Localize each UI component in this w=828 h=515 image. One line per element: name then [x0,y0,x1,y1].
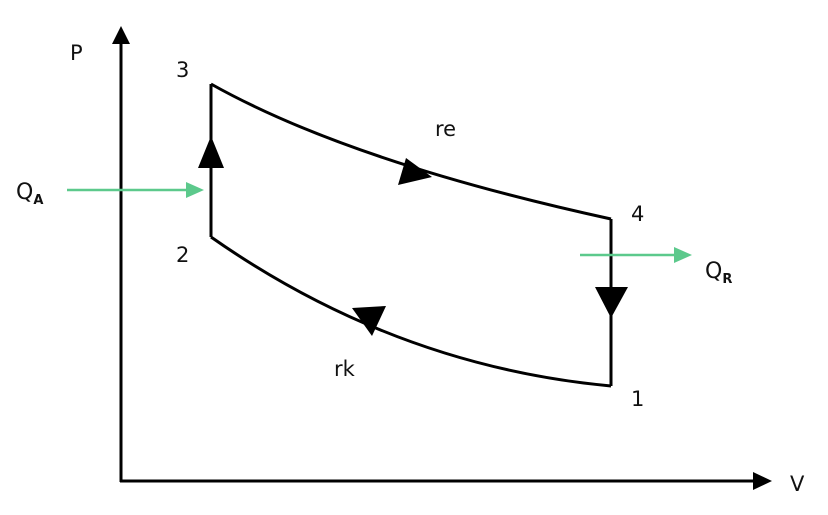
arrow-down-4-1 [595,287,628,318]
arrow-up-2-3 [198,136,224,168]
point-2-label: 2 [176,243,189,267]
heat-added-label: QA [16,180,43,208]
process-3-4-curve [210,82,612,221]
point-4-label: 4 [631,202,644,226]
x-axis-label: V [790,472,805,496]
y-axis-arrowhead [112,26,130,44]
heat-rejected-arrowhead [674,247,692,263]
heat-added-arrowhead [186,182,204,198]
expansion-label: re [435,117,456,141]
heat-added-main: Q [16,180,33,205]
heat-rejected-main: Q [705,259,722,284]
direction-arrows [198,136,628,336]
heat-rejected-subscript: R [722,272,732,287]
axes [112,26,772,490]
y-axis-label: P [70,41,83,65]
x-axis-arrowhead [753,472,772,490]
heat-rejected-label: QR [705,259,732,287]
arrow-right-3-4 [398,158,432,185]
point-3-label: 3 [176,58,189,82]
arrow-left-1-2 [352,306,386,336]
point-1-label: 1 [631,387,644,411]
compression-label: rk [334,357,356,381]
cycle [209,82,613,388]
process-1-2-curve [210,235,612,388]
heat-added-subscript: A [33,193,43,208]
heat-arrows [67,182,692,263]
